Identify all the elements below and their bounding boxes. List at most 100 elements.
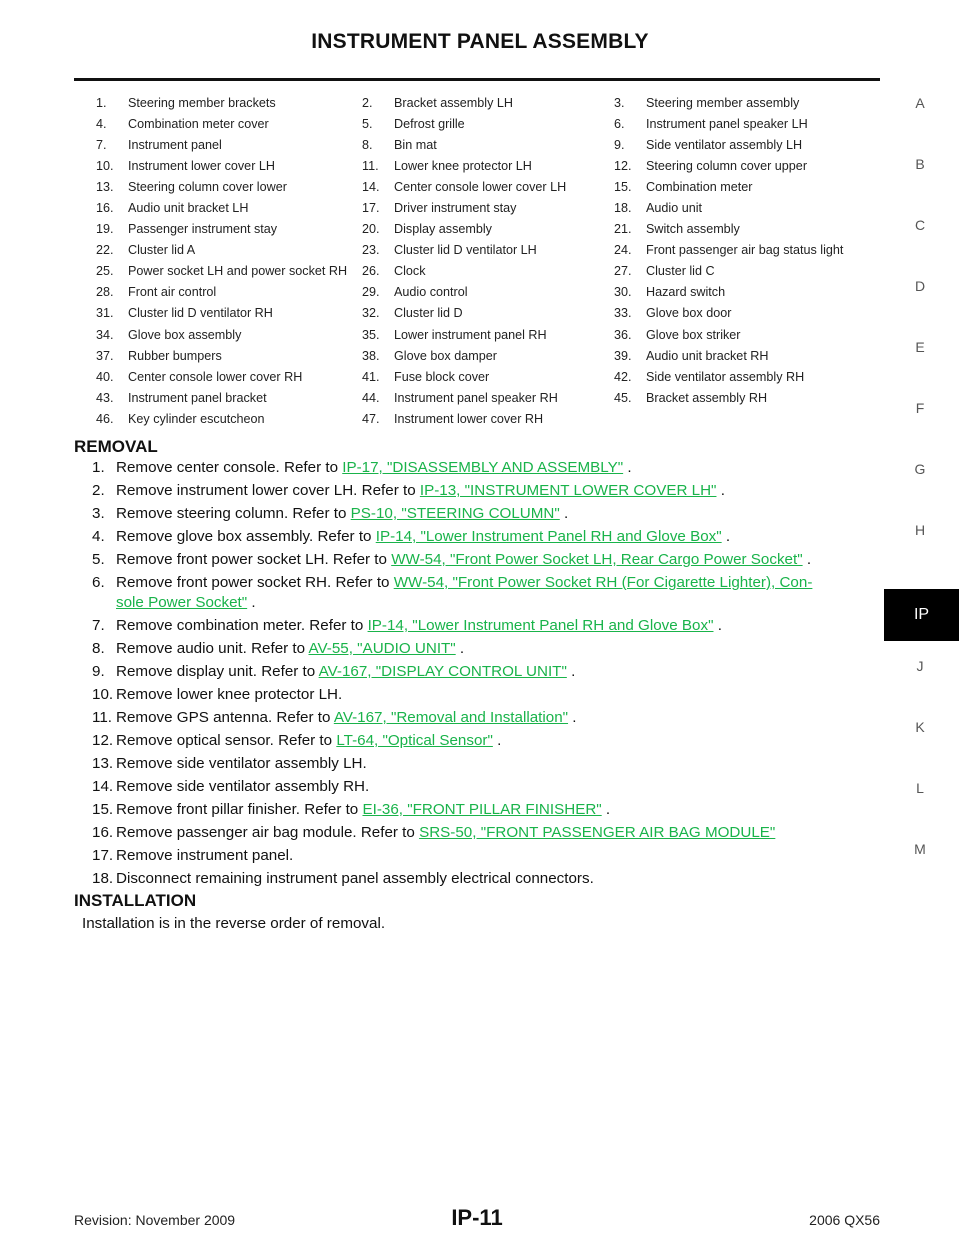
side-index-j[interactable]: J	[916, 658, 924, 674]
step-punctuation: .	[713, 617, 722, 634]
legend-item: 34.Glove box assembly	[96, 328, 362, 342]
step-punctuation: .	[601, 801, 611, 818]
removal-step: 9.Remove display unit. Refer to AV-167, …	[92, 662, 882, 682]
step-punctuation: .	[721, 528, 731, 545]
legend-item-label: Instrument panel speaker RH	[394, 390, 558, 405]
legend-item-number: 8.	[362, 137, 373, 152]
legend-item-number: 15.	[614, 179, 632, 194]
reference-link[interactable]: PS-10, "STEERING COLUMN"	[350, 505, 560, 522]
legend-item-label: Front passenger air bag status light	[646, 243, 844, 258]
removal-step: 6.Remove front power socket RH. Refer to…	[92, 573, 882, 613]
reference-link[interactable]: AV-55, "AUDIO UNIT"	[308, 640, 456, 657]
legend-item-number: 28.	[96, 285, 114, 300]
side-index-f[interactable]: F	[915, 400, 925, 416]
step-text: Remove GPS antenna. Refer to	[116, 709, 334, 726]
legend-item-label: Steering member assembly	[646, 95, 800, 110]
legend-item: 39.Audio unit bracket RH	[614, 349, 876, 363]
legend-item: 11.Lower knee protector LH	[362, 159, 614, 173]
legend-item-number: 45.	[614, 390, 632, 405]
side-index-c[interactable]: C	[914, 217, 926, 233]
side-index-d[interactable]: D	[914, 278, 926, 294]
reference-link[interactable]: WW-54, "Front Power Socket RH (For Cigar…	[393, 574, 813, 591]
legend-item-number: 38.	[362, 348, 380, 363]
step-text: Remove glove box assembly. Refer to	[116, 528, 376, 545]
legend-item-label: Switch assembly	[646, 222, 740, 237]
legend-item: 35.Lower instrument panel RH	[362, 328, 614, 342]
legend-item-label: Fuse block cover	[394, 369, 490, 384]
legend-item-number: 6.	[614, 116, 625, 131]
removal-step: 1.Remove center console. Refer to IP-17,…	[92, 458, 882, 478]
side-index-g[interactable]: G	[914, 461, 926, 477]
legend-item-label: Side ventilator assembly RH	[646, 369, 805, 384]
reference-link[interactable]: WW-54, "Front Power Socket LH, Rear Carg…	[391, 551, 803, 568]
reference-link[interactable]: IP-14, "Lower Instrument Panel RH and Gl…	[367, 617, 714, 634]
step-punctuation: .	[559, 505, 569, 522]
step-text: Remove combination meter. Refer to	[116, 617, 368, 634]
reference-link[interactable]: SRS-50, "FRONT PASSENGER AIR BAG MODULE"	[419, 824, 776, 841]
step-punctuation: .	[802, 551, 812, 568]
legend-item-number: 42.	[614, 369, 632, 384]
reference-link[interactable]: AV-167, "DISPLAY CONTROL UNIT"	[318, 663, 567, 680]
footer-page-number: IP-11	[451, 1205, 503, 1230]
legend-item-number: 30.	[614, 285, 632, 300]
reference-link[interactable]: IP-14, "Lower Instrument Panel RH and Gl…	[375, 528, 722, 545]
reference-link-continued[interactable]: sole Power Socket"	[116, 594, 248, 611]
legend-item: 8.Bin mat	[362, 138, 614, 152]
legend-item-label: Audio unit	[646, 201, 703, 216]
legend-item-number: 18.	[614, 201, 632, 216]
reference-link[interactable]: AV-167, "Removal and Installation"	[333, 709, 569, 726]
legend-item-number: 2.	[362, 95, 373, 110]
legend-item: 1.Steering member brackets	[96, 96, 362, 110]
step-number: 14.	[92, 778, 114, 795]
page-header-title: INSTRUMENT PANEL ASSEMBLY	[311, 30, 649, 53]
reference-link[interactable]: IP-13, "INSTRUMENT LOWER COVER LH"	[419, 482, 717, 499]
legend-item-number: 12.	[614, 158, 632, 173]
legend-item: 4.Combination meter cover	[96, 117, 362, 131]
legend-item: 7. Instrument panel	[96, 138, 362, 152]
side-index-k[interactable]: K	[915, 719, 925, 735]
legend-item: 10.Instrument lower cover LH	[96, 159, 362, 173]
step-number: 6.	[92, 574, 105, 591]
legend-item-number: 27.	[614, 264, 632, 279]
legend-item-label: Instrument panel	[128, 137, 222, 152]
legend-item: 43.Instrument panel bracket	[96, 391, 362, 405]
legend-item: 45.Bracket assembly RH	[614, 391, 876, 405]
removal-step: 10.Remove lower knee protector LH.	[92, 685, 882, 705]
legend-item-number: 34.	[96, 327, 114, 342]
legend-item: 36.Glove box striker	[614, 328, 876, 342]
legend-item-label: Glove box door	[646, 306, 732, 321]
removal-step: 4.Remove glove box assembly. Refer to IP…	[92, 527, 882, 547]
side-index-e[interactable]: E	[915, 339, 925, 355]
side-index-m[interactable]: M	[914, 841, 926, 857]
legend-item-label: Glove box damper	[394, 348, 497, 363]
legend-item-number: 7.	[96, 137, 107, 152]
legend-item-label: Clock	[394, 264, 426, 279]
side-index-l[interactable]: L	[916, 780, 924, 796]
side-index-a[interactable]: A	[915, 95, 925, 111]
side-index-ip[interactable]: IP	[884, 589, 959, 641]
legend-item-label: Audio unit bracket RH	[646, 348, 769, 363]
legend-item-number: 23.	[362, 243, 380, 258]
reference-link[interactable]: IP-17, "DISASSEMBLY AND ASSEMBLY"	[342, 459, 624, 476]
side-index-h[interactable]: H	[914, 522, 926, 538]
legend-item-number: 3.	[614, 95, 625, 110]
side-index-b[interactable]: B	[915, 156, 925, 172]
step-number: 2.	[92, 482, 105, 499]
legend-item-number: 11.	[362, 158, 379, 173]
legend-item-number: 20.	[362, 222, 380, 237]
reference-link[interactable]: LT-64, "Optical Sensor"	[336, 732, 493, 749]
step-number: 1.	[92, 459, 105, 476]
step-number: 18.	[92, 870, 114, 887]
page-footer: Revision: November 2009 IP-11 2006 QX56	[74, 1205, 880, 1232]
step-number: 12.	[92, 732, 114, 749]
legend-item-label: Cluster lid C	[646, 264, 715, 279]
reference-link[interactable]: EI-36, "FRONT PILLAR FINISHER"	[362, 801, 602, 818]
legend-item: 2.Bracket assembly LH	[362, 96, 614, 110]
legend-item-label: Display assembly	[394, 222, 492, 237]
legend-item-label: Front air control	[128, 285, 217, 300]
